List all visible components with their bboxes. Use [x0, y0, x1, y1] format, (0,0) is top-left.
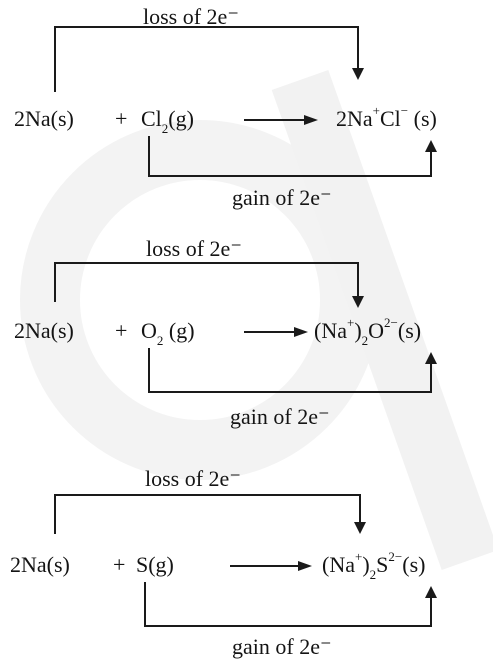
- reactant-2: S(g): [136, 552, 174, 577]
- loss-line-right: [359, 494, 361, 524]
- gain-line-left: [144, 582, 146, 626]
- reactant-2: O2 (g): [141, 318, 195, 349]
- reaction-arrowhead: [304, 115, 318, 125]
- gain-arrowhead: [425, 352, 437, 364]
- loss-line-right: [357, 262, 359, 298]
- loss-line-left: [54, 262, 56, 302]
- gain-line-left: [148, 136, 150, 176]
- reactant-1: 2Na(s): [10, 552, 70, 577]
- reactant-2: Cl2(g): [141, 106, 194, 137]
- loss-line-top: [54, 26, 358, 28]
- loss-label: loss of 2e⁻: [143, 4, 239, 29]
- reaction-arrowhead: [298, 561, 312, 571]
- loss-line-top: [54, 494, 360, 496]
- gain-arrowhead: [425, 140, 437, 152]
- loss-line-right: [357, 26, 359, 70]
- gain-line-right: [430, 596, 432, 627]
- loss-arrowhead: [352, 296, 364, 308]
- gain-line-left: [148, 348, 150, 392]
- product: (Na+)2S2−(s): [322, 548, 426, 583]
- loss-arrowhead: [354, 522, 366, 534]
- gain-label: gain of 2e⁻: [232, 185, 332, 210]
- reactant-1: 2Na(s): [14, 106, 74, 131]
- product: (Na+)2O2−(s): [314, 314, 422, 349]
- reaction-arrowhead: [294, 327, 308, 337]
- gain-line-bottom: [148, 391, 431, 393]
- gain-arrowhead: [425, 586, 437, 598]
- plus-sign: +: [113, 552, 126, 577]
- reaction-arrow-line: [244, 119, 306, 121]
- loss-arrowhead: [352, 68, 364, 80]
- gain-line-right: [430, 150, 432, 177]
- loss-line-top: [54, 262, 358, 264]
- loss-label: loss of 2e⁻: [145, 466, 241, 491]
- reactant-1: 2Na(s): [14, 318, 74, 343]
- gain-line-bottom: [144, 625, 431, 627]
- gain-line-right: [430, 362, 432, 393]
- product: 2Na+Cl− (s): [336, 102, 437, 131]
- gain-label: gain of 2e⁻: [232, 634, 332, 659]
- gain-label: gain of 2e⁻: [230, 404, 330, 429]
- plus-sign: +: [115, 106, 128, 131]
- gain-line-bottom: [148, 175, 431, 177]
- loss-label: loss of 2e⁻: [146, 236, 242, 261]
- plus-sign: +: [115, 318, 128, 343]
- loss-line-left: [54, 26, 56, 92]
- reaction-arrow-line: [244, 331, 296, 333]
- loss-line-left: [54, 494, 56, 534]
- reaction-arrow-line: [230, 565, 300, 567]
